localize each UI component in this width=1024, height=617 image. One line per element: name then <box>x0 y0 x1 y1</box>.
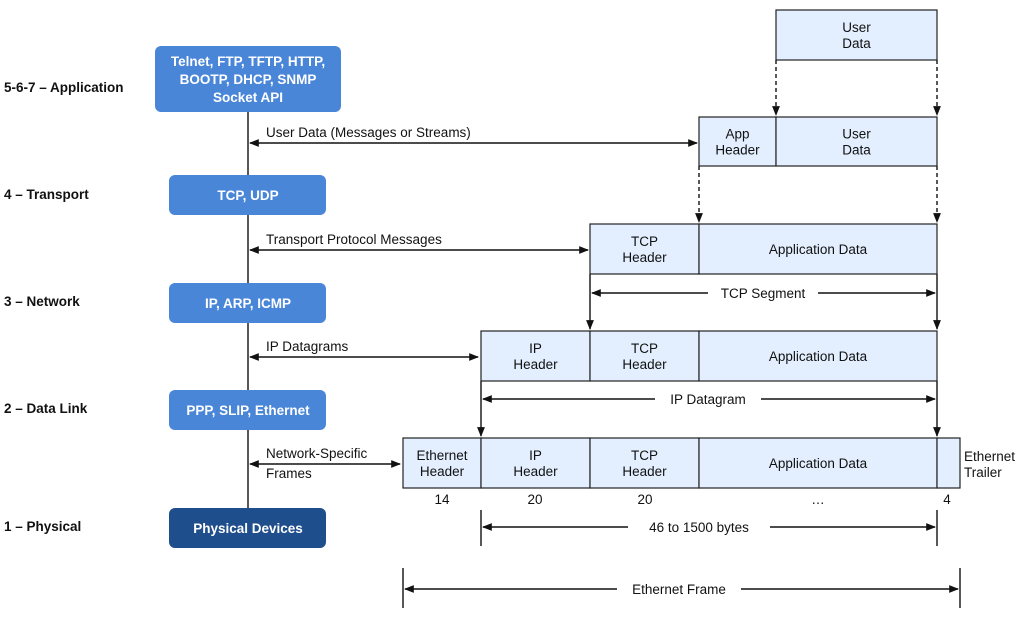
arrow-label: IP Datagrams <box>266 339 349 354</box>
tcp-header-cell <box>589 330 700 382</box>
cell-label: Application Data <box>769 242 868 257</box>
cell-label: Header <box>513 357 558 372</box>
ip-header-cell <box>480 330 591 382</box>
span-label: TCP Segment <box>721 286 806 301</box>
ip-header-cell <box>480 437 591 489</box>
span-ethernet-frame: Ethernet Frame <box>402 568 961 608</box>
protocol-box-transport: TCP, UDP <box>169 175 326 215</box>
ethernet-header-cell <box>402 437 482 489</box>
cell-label: IP <box>529 341 542 356</box>
cell-label: Application Data <box>769 456 868 471</box>
arrow-datalink: Network-Specific Frames <box>249 446 401 481</box>
protocol-text: TCP, UDP <box>217 188 278 203</box>
cell-label: IP <box>529 448 542 463</box>
arrow-network: IP Datagrams <box>249 339 479 361</box>
ethernet-trailer-cell <box>936 437 961 489</box>
ethernet-frame-row: EthernetHeaderIPHeaderTCPHeaderApplicati… <box>402 437 961 489</box>
application-data-cell <box>698 223 938 275</box>
protocol-text: Socket API <box>213 90 283 105</box>
field-size-label: … <box>811 492 825 507</box>
cell-label: Application Data <box>769 349 868 364</box>
cell-label: Header <box>622 464 667 479</box>
protocol-text: Physical Devices <box>193 521 303 536</box>
protocol-text: PPP, SLIP, Ethernet <box>186 403 310 418</box>
protocol-text: IP, ARP, ICMP <box>205 296 291 311</box>
user-data-cell <box>775 116 938 167</box>
cell-label: Header <box>622 357 667 372</box>
ethernet-trailer-label: Trailer <box>964 465 1002 480</box>
span-label: Ethernet Frame <box>632 582 726 597</box>
cell-label: Header <box>420 464 465 479</box>
arrow-transport: Transport Protocol Messages <box>249 232 589 254</box>
span-label: IP Datagram <box>670 392 746 407</box>
protocol-text: Telnet, FTP, TFTP, HTTP, <box>171 54 325 69</box>
cell-label: Header <box>622 250 667 265</box>
arrow-label: User Data (Messages or Streams) <box>266 125 471 140</box>
cell-label: TCP <box>631 448 658 463</box>
tcp-header-cell <box>589 437 700 489</box>
cell-label: Header <box>715 143 760 158</box>
ethernet-trailer-label: Ethernet <box>964 449 1015 464</box>
span-payload-size: 46 to 1500 bytes <box>480 510 938 546</box>
layer-label-network: 3 – Network <box>4 294 80 309</box>
layer-label-physical: 1 – Physical <box>4 519 81 534</box>
user-data-cell <box>775 9 938 61</box>
layer-label-datalink: 2 – Data Link <box>4 401 88 416</box>
arrow-label: Transport Protocol Messages <box>266 232 442 247</box>
arrow-label: Frames <box>266 466 312 481</box>
tcp-header-cell <box>589 223 700 275</box>
cell-label: User <box>842 20 871 35</box>
span-label: 46 to 1500 bytes <box>649 520 749 535</box>
application-data-cell <box>698 437 938 489</box>
application-data-cell <box>698 330 938 382</box>
layer-label-transport: 4 – Transport <box>4 187 89 202</box>
field-size-label: 20 <box>527 492 542 507</box>
cell-label: Data <box>842 143 871 158</box>
layer-label-application: 5-6-7 – Application <box>4 80 124 95</box>
cell-label: User <box>842 127 871 142</box>
cell-label: Ethernet <box>416 448 467 463</box>
protocol-box-application: Telnet, FTP, TFTP, HTTP, BOOTP, DHCP, SN… <box>155 46 341 112</box>
cell-label: App <box>725 127 749 142</box>
field-size-label: 14 <box>434 492 450 507</box>
protocol-text: BOOTP, DHCP, SNMP <box>180 72 317 87</box>
arrow-label: Network-Specific <box>266 446 368 461</box>
span-tcp-segment: TCP Segment <box>591 286 936 301</box>
span-ip-datagram: IP Datagram <box>482 392 936 407</box>
protocol-box-network: IP, ARP, ICMP <box>169 283 326 323</box>
cell-label: TCP <box>631 341 658 356</box>
field-size-label: 4 <box>943 492 951 507</box>
cell-label: Data <box>842 36 871 51</box>
protocol-box-physical: Physical Devices <box>169 508 326 548</box>
cell-label: TCP <box>631 234 658 249</box>
arrow-application: User Data (Messages or Streams) <box>249 125 698 147</box>
cell-label: Header <box>513 464 558 479</box>
app-header-cell <box>698 116 777 167</box>
protocol-box-datalink: PPP, SLIP, Ethernet <box>169 390 326 430</box>
field-size-label: 20 <box>637 492 652 507</box>
